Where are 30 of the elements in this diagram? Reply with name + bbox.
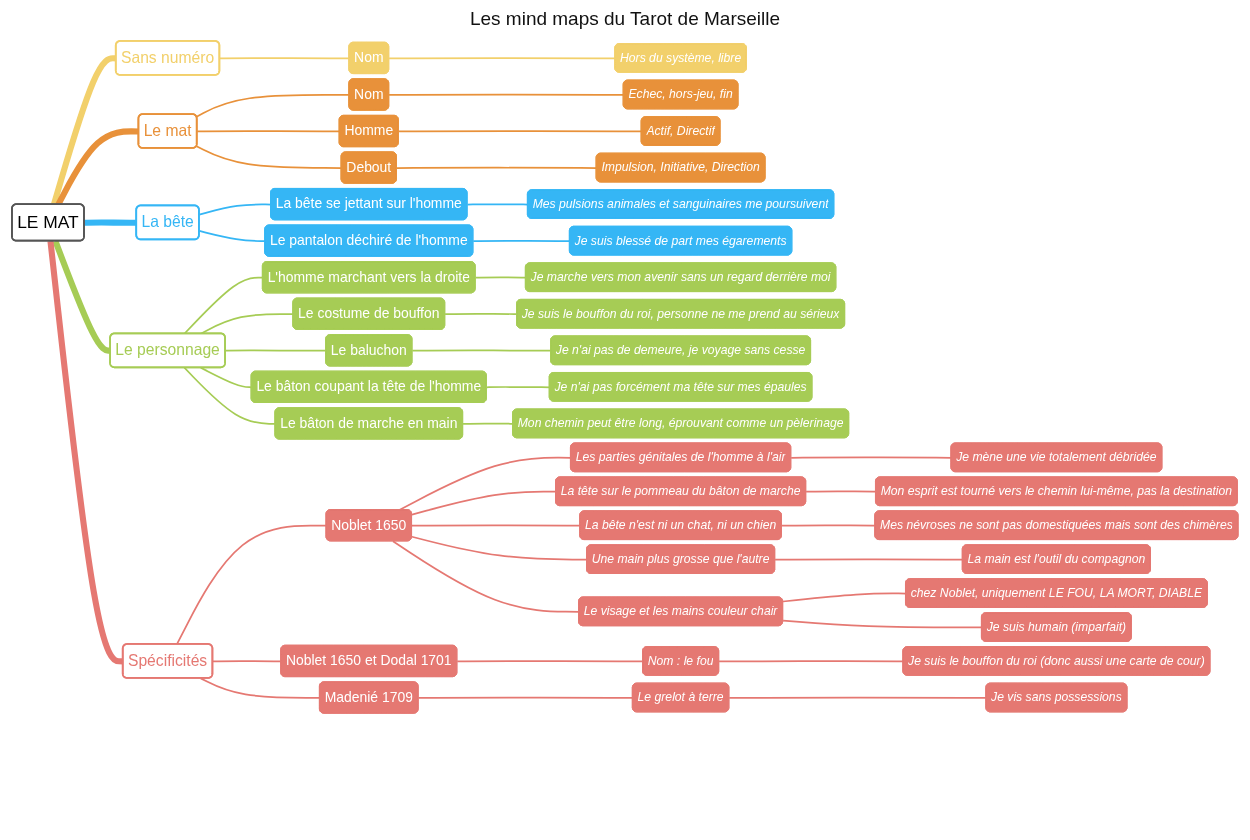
connector xyxy=(474,276,527,279)
connector xyxy=(183,276,264,335)
connector xyxy=(388,93,625,96)
connector xyxy=(198,230,266,242)
connector xyxy=(774,558,964,561)
connector xyxy=(444,313,518,316)
connector xyxy=(411,535,588,561)
connector xyxy=(199,366,253,389)
connector xyxy=(411,490,557,516)
connector xyxy=(55,128,139,206)
connector xyxy=(782,619,983,629)
connector xyxy=(411,349,552,352)
connector xyxy=(195,145,343,169)
connector xyxy=(398,456,572,511)
connector xyxy=(392,540,580,613)
connector xyxy=(782,592,907,603)
diagram-title: Les mind maps du Tarot de Marseille xyxy=(468,8,782,30)
connector xyxy=(397,130,643,133)
connector xyxy=(466,203,529,206)
connector xyxy=(196,130,341,133)
connector xyxy=(83,219,137,226)
connector xyxy=(485,386,551,389)
connector xyxy=(198,203,272,216)
connector xyxy=(472,239,571,242)
connector xyxy=(805,490,877,493)
connector xyxy=(396,166,598,169)
connector xyxy=(417,696,634,699)
connector xyxy=(462,422,514,425)
connector xyxy=(456,660,644,663)
connector xyxy=(199,677,321,699)
